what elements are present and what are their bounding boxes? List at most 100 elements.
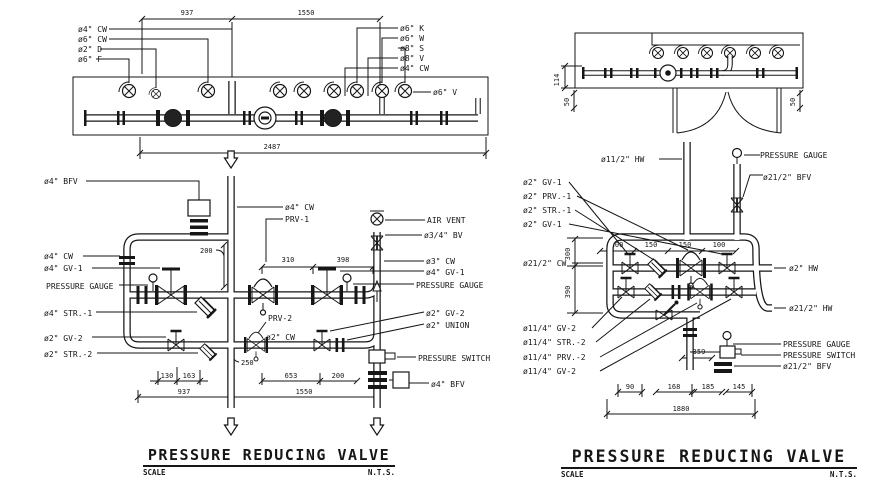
cw-riser-label: ø4" CW [285, 203, 314, 212]
gauge-right-label: PRESSURE GAUGE [416, 281, 484, 290]
pipe-hanger-icon [148, 87, 161, 99]
title-block-right: PRESSURE REDUCING VALVE SCALE N.T.S. [561, 447, 857, 479]
prv-station-left-diagram: 200 310 398 250 130 163 653 200 937 1550 [44, 150, 490, 436]
pipe-hanger-icon [648, 44, 665, 60]
prv2-label: ø11/4" PRV.-2 [523, 353, 586, 362]
gv2-b-label: ø11/4" GV-2 [523, 367, 576, 376]
dim-168: 168 [668, 383, 681, 391]
pipe-hanger-icon [346, 81, 365, 99]
title-block-left: PRESSURE REDUCING VALVE SCALE N.T.S. [143, 446, 395, 477]
dim-937: 937 [178, 388, 191, 396]
branch-label: ø6" K [400, 24, 424, 33]
pressure-switch-label: PRESSURE SWITCH [783, 351, 855, 360]
bfv-actuator-box [187, 199, 211, 217]
dim-300: 300 [564, 248, 572, 261]
dim-100a: 100 [611, 241, 624, 249]
str2-label: ø2" STR.-2 [44, 350, 92, 359]
flow-arrow-icon [223, 150, 239, 169]
pipe-hanger-icon [118, 81, 137, 99]
gauge-left-label: PRESSURE GAUGE [46, 282, 114, 291]
dim-150a: 150 [645, 241, 658, 249]
dim-1550: 1550 [298, 9, 315, 17]
pipe-hanger-icon [323, 81, 342, 99]
dim-1880: 1880 [673, 405, 690, 413]
dim-200: 200 [200, 247, 213, 255]
door-swing [672, 88, 782, 134]
prv1-label: ø2" PRV.-1 [523, 192, 571, 201]
air-vent-label: AIR VENT [427, 216, 466, 225]
cw3-label: ø3" CW [426, 257, 455, 266]
bfv-top-label: ø21/2" BFV [763, 173, 811, 182]
gauge-bottom-label: PRESSURE GAUGE [783, 340, 851, 349]
dim-937: 937 [181, 9, 194, 17]
dim-653: 653 [285, 372, 298, 380]
gauge-top-label: PRESSURE GAUGE [760, 151, 828, 160]
manifold-elevation-diagram: 937 1550 2487 ø4" CW ø6" CW ø2" D ø6" F [72, 9, 490, 159]
pipe-hanger-icon [197, 81, 216, 99]
branch-label: ø8" S [400, 44, 424, 53]
dim-90: 90 [626, 383, 634, 391]
dim-2487: 2487 [264, 143, 281, 151]
cw-left-label: ø4" CW [44, 252, 73, 261]
dim-310: 310 [282, 256, 295, 264]
pressure-gauge-icon [342, 273, 352, 292]
gate-valve-icon [309, 267, 345, 307]
manifold-frame [72, 76, 489, 136]
dim-390: 390 [564, 286, 572, 299]
dim-185: 185 [702, 383, 715, 391]
gv1-right-label: ø4" GV-1 [426, 268, 465, 277]
pressure-gauge-icon [731, 147, 743, 159]
dim-163: 163 [183, 372, 196, 380]
pipe-hanger-icon [697, 44, 714, 60]
hw-out-large-label: ø21/2" HW [789, 304, 833, 313]
pipe-hanger-icon [371, 81, 390, 99]
plan-fittings [582, 64, 798, 82]
scale-value: N.T.S. [367, 468, 395, 477]
prv2-label: PRV-2 [268, 314, 292, 323]
scale-label: SCALE [143, 468, 166, 477]
str2-label: ø11/4" STR.-2 [523, 338, 586, 347]
page-title: PRESSURE REDUCING VALVE [143, 446, 395, 467]
pipe-hanger-icon [745, 44, 762, 60]
butterfly-valve-icon [730, 197, 744, 213]
union-label: ø2" UNION [426, 321, 470, 330]
gv2-right-label: ø2" GV-2 [426, 309, 465, 318]
pipe-hanger-icon [394, 81, 413, 99]
manifold-dimensions: 937 1550 2487 [136, 9, 490, 159]
pressure-switch-box [719, 345, 736, 359]
gv1-b-label: ø2" GV-1 [523, 220, 562, 229]
plan-view-diagram: 114 50 50 [553, 32, 804, 134]
pipe-hanger-icon [293, 81, 312, 99]
gv2-left-label: ø2" GV-2 [44, 334, 83, 343]
gv2-a-label: ø11/4" GV-2 [523, 324, 576, 333]
dim-398: 398 [337, 256, 350, 264]
prv1-label: PRV-1 [285, 215, 309, 224]
plan-frame [574, 32, 804, 89]
dim-114: 114 [553, 74, 561, 87]
bfv-actuator-box [392, 371, 410, 389]
left-station-dimensions: 200 310 398 250 130 163 653 200 937 1550 [134, 241, 381, 403]
ball-valve-icon [370, 235, 384, 251]
bv-label: ø3/4" BV [424, 231, 463, 240]
bfv-bottom-label: ø4" BFV [431, 380, 465, 389]
scale-label: SCALE [561, 470, 584, 479]
flow-arrow-icon [369, 417, 385, 436]
plan-hangers [648, 44, 785, 60]
supply-label: ø6" CW [78, 35, 107, 44]
dim-150b: 150 [679, 241, 692, 249]
plan-dimensions: 114 50 50 [553, 62, 804, 112]
dim-50-left: 50 [563, 98, 571, 106]
pipe-hanger-icon [768, 44, 785, 60]
bfv-bottom-label: ø21/2" BFV [783, 362, 831, 371]
supply-label: ø6" F [78, 55, 102, 64]
branch-label: ø4" CW [400, 64, 429, 73]
hw-out-small-label: ø2" HW [789, 264, 818, 273]
hw-riser-label: ø11/2" HW [601, 155, 645, 164]
dim-200b: 200 [332, 372, 345, 380]
dim-145: 145 [733, 383, 746, 391]
flow-arrow-icon [223, 417, 239, 436]
prv-station-right-diagram: 100 150 150 100 300 390 359 90 168 185 1… [523, 142, 855, 419]
gv1-a-label: ø2" GV-1 [523, 178, 562, 187]
bfv-top-label: ø4" BFV [44, 177, 78, 186]
